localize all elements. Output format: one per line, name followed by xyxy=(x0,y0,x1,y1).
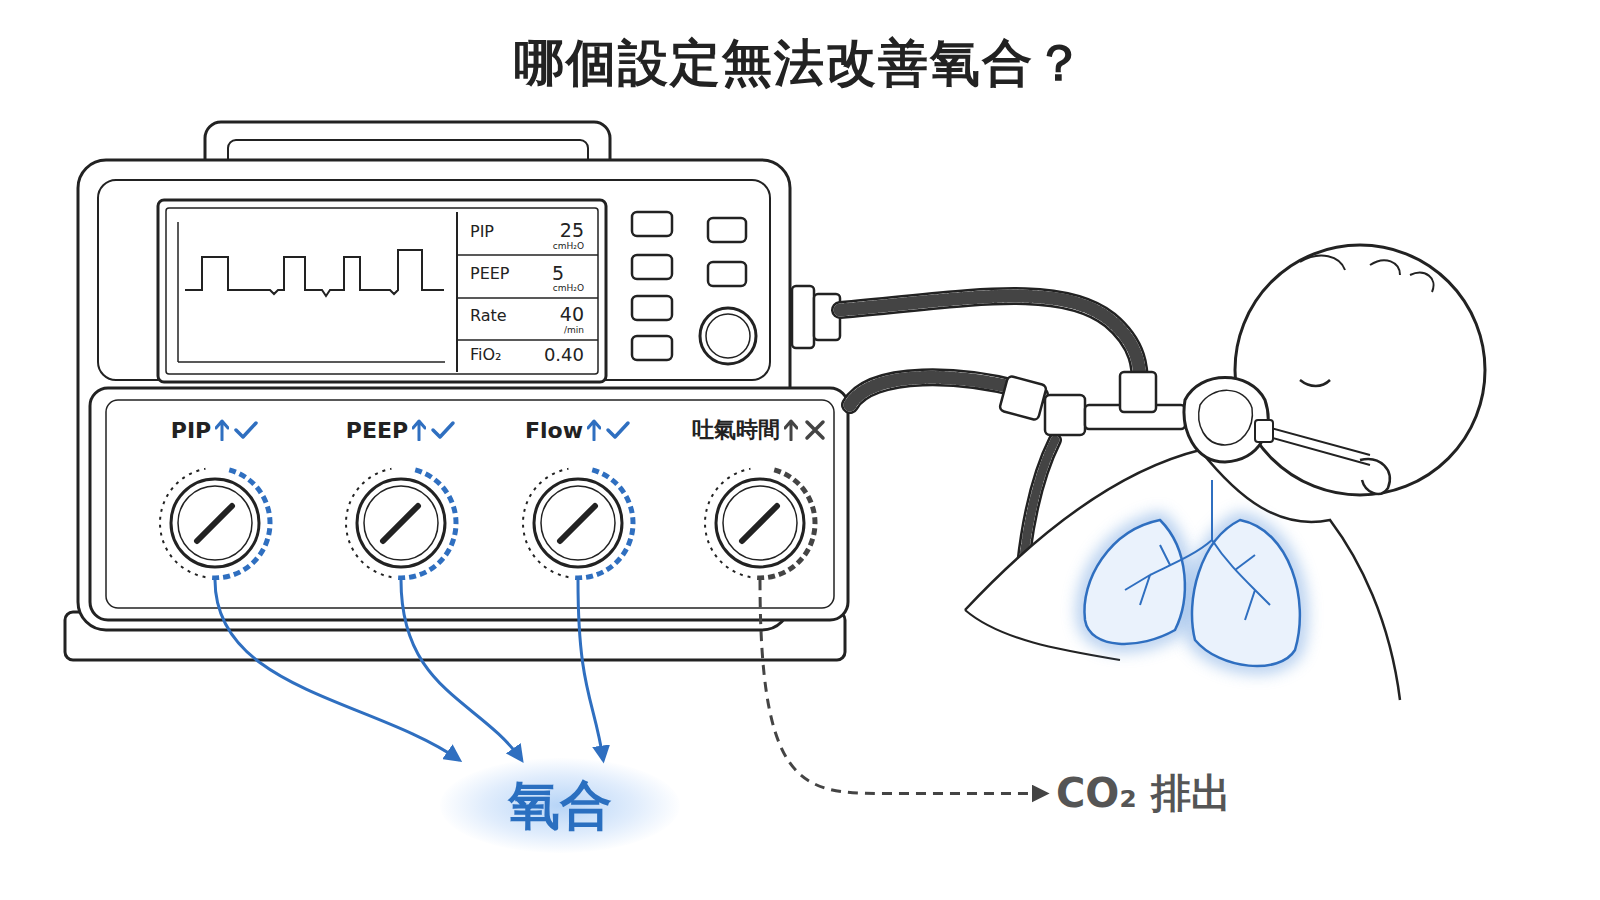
knob-label: 吐氣時間 xyxy=(692,415,780,445)
control-knob: PEEP xyxy=(316,415,486,580)
control-knob: Flow xyxy=(493,415,663,580)
control-knob: 吐氣時間 xyxy=(675,415,845,580)
knob-dial xyxy=(513,465,643,580)
screen-reading: 5 xyxy=(552,264,564,283)
knob-heading: Flow xyxy=(493,415,663,445)
check-icon xyxy=(233,419,259,441)
screen-reading: 0.40 xyxy=(544,346,584,364)
control-knob: PIP xyxy=(130,415,300,580)
knob-heading: PIP xyxy=(130,415,300,445)
knob-dial xyxy=(336,465,466,580)
knob-dial xyxy=(695,465,825,580)
screen-reading: FiO₂ xyxy=(470,347,502,363)
screen-reading: /min xyxy=(564,326,584,335)
knob-heading: PEEP xyxy=(316,415,486,445)
screen-reading: PIP xyxy=(470,224,494,240)
outcome-glow: 氧合 xyxy=(440,758,680,853)
knob-heading: 吐氣時間 xyxy=(675,415,845,445)
outcome-label: CO₂ 排出 xyxy=(1056,770,1231,816)
knob-label: PIP xyxy=(171,418,211,443)
up-arrow-icon xyxy=(784,419,798,441)
check-icon xyxy=(430,419,456,441)
dashed-effect-arrow xyxy=(760,580,1046,794)
knob-dial xyxy=(150,465,280,580)
outcome-text: CO₂ 排出 xyxy=(1050,762,1237,825)
effect-arrow xyxy=(578,580,603,760)
outcome-label: 氧合 xyxy=(508,771,612,841)
effect-arrow xyxy=(401,580,522,760)
screen-reading: 40 xyxy=(560,305,584,324)
effect-arrow xyxy=(215,580,459,760)
screen-reading: cmH₂O xyxy=(553,242,584,251)
knob-label: PEEP xyxy=(346,418,408,443)
check-icon xyxy=(605,419,631,441)
up-arrow-icon xyxy=(412,419,426,441)
screen-reading: PEEP xyxy=(470,266,510,282)
screen-reading: cmH₂O xyxy=(553,284,584,293)
up-arrow-icon xyxy=(587,419,601,441)
title: 哪個設定無法改善氧合？ xyxy=(0,30,1600,97)
knob-label: Flow xyxy=(525,418,583,443)
screen-reading: 25 xyxy=(560,221,584,240)
screen-reading: Rate xyxy=(470,308,507,324)
cross-icon xyxy=(802,419,828,441)
up-arrow-icon xyxy=(215,419,229,441)
